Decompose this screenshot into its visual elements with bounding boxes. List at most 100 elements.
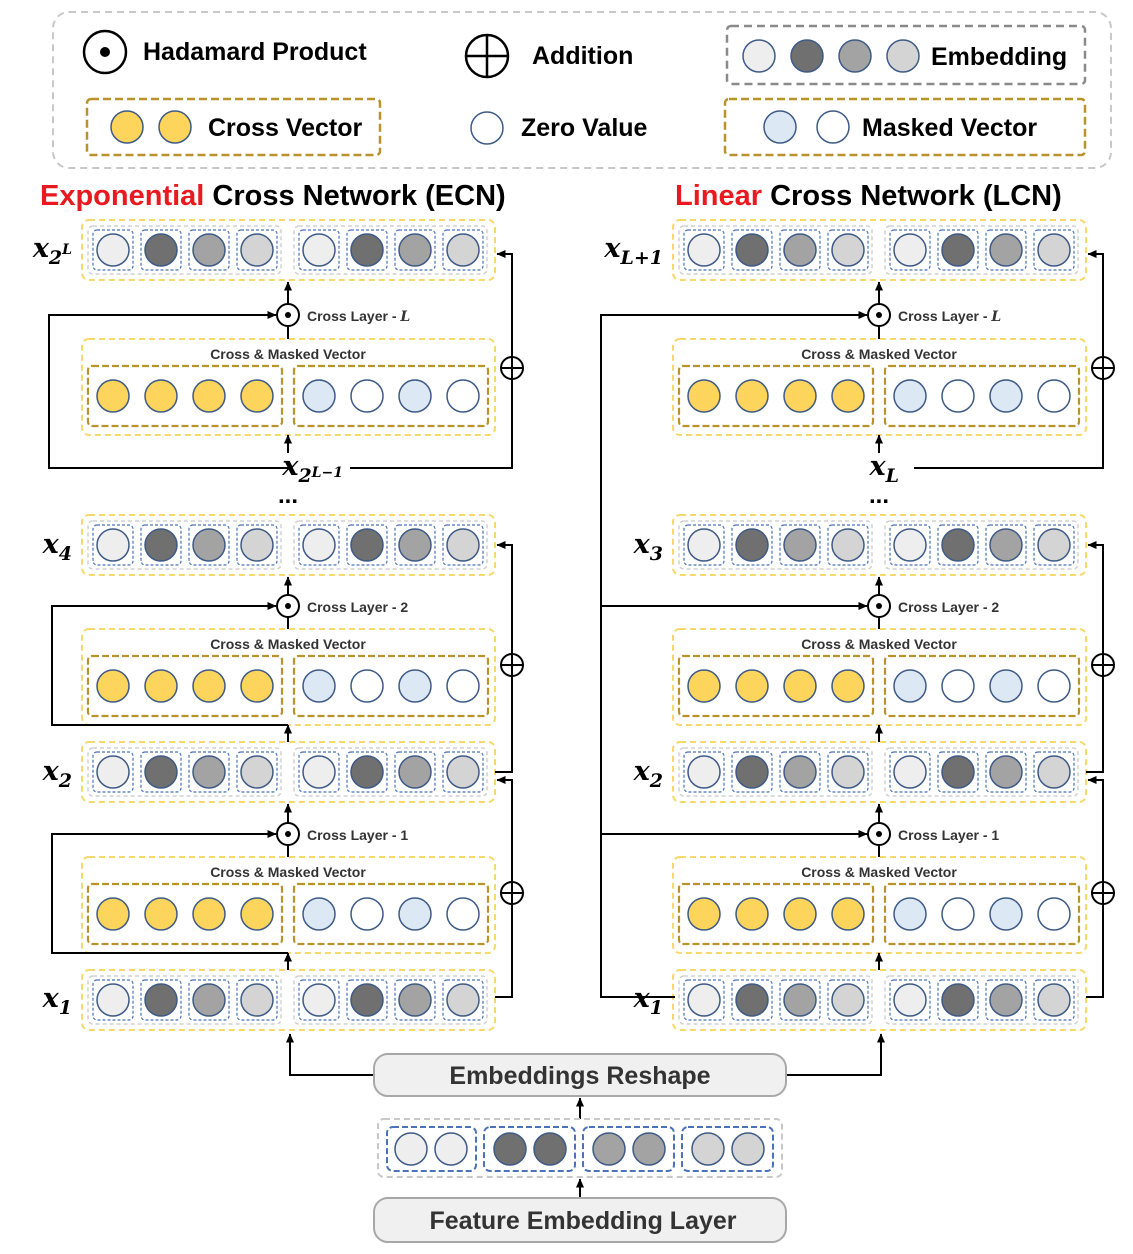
feature-node [731,1132,765,1166]
embedding-node [192,983,226,1017]
embedding-cell-frame [889,229,931,271]
embedding-node [398,233,432,267]
ellipsis: ... [278,482,298,509]
embedding-node [831,755,865,789]
feature-node [434,1132,468,1166]
cross-masked-label: Cross & Masked Vector [210,636,366,652]
embedding-cell-frame [188,751,230,793]
embedding-cell-frame [683,979,725,1021]
embedding-node [1037,983,1071,1017]
embedding-row-frame [81,741,496,803]
embedding-cell-frame [779,524,821,566]
embedding-node [350,233,384,267]
cross-masked-label: Cross & Masked Vector [801,346,957,362]
embedding-cell-frame [442,524,484,566]
embedding-node [144,983,178,1017]
cross-vector-frame [86,882,284,946]
embedding-cell-frame [140,229,182,271]
feature-node [394,1132,428,1166]
embedding-cell-frame [442,229,484,271]
masked-vector-node [989,379,1023,413]
embedding-cell-frame [683,229,725,271]
embedding-legend: Embedding [725,24,1087,86]
embedding-cell-frame [731,229,773,271]
embedding-node [893,983,927,1017]
masked-vector-node [398,897,432,931]
cross-layer-label: Cross Layer - 2 [898,599,999,615]
masked-vector-node [350,379,384,413]
embeddings-reshape-box [373,1053,787,1097]
embedding-node [240,528,274,562]
embedding-cell-frame [1033,751,1075,793]
embedding-node [96,983,130,1017]
embedding-node [96,528,130,562]
cross-masked-label: Cross & Masked Vector [801,864,957,880]
embedding-cell-frame [442,751,484,793]
embedding-node [1037,233,1071,267]
embedding-node [240,233,274,267]
embedding-node [989,755,1023,789]
embedding-cell-frame [92,524,134,566]
cross-vector-frame [86,654,284,718]
masked-vector-node [446,897,480,931]
masked-vector-legend-frame [723,97,1087,157]
embedding-node [350,755,384,789]
embedding-cell-frame [140,751,182,793]
embedding-cell-frame [731,751,773,793]
input-label-2: x2 [42,756,72,792]
embedding-cell-frame [188,524,230,566]
embedding-node [302,528,336,562]
embedding-half-frame [678,975,873,1025]
embedding-node [989,233,1023,267]
masked-vector-node [893,379,927,413]
embedding-node [687,233,721,267]
embedding-cell-frame [1033,979,1075,1021]
embedding-node [398,528,432,562]
embedding-node [989,983,1023,1017]
feature-group-3 [582,1126,675,1172]
hadamard-op-dot [285,831,291,837]
lcn-title: Linear Cross Network (LCN) [675,180,1062,212]
embedding-cell-frame [442,979,484,1021]
embedding-cell-frame [394,751,436,793]
embedding-cell-frame [889,524,931,566]
cross-vector-node [240,897,274,931]
embedding-cell-frame [779,751,821,793]
embedding-half-frame [87,747,282,797]
masked-vector-node [893,669,927,703]
embedding-cell-frame [985,229,1027,271]
cross-masked-label: Cross & Masked Vector [210,346,366,362]
cross-layer-label: Cross Layer - 1 [898,827,999,843]
lcn-title-rest: Cross Network (LCN) [762,180,1062,212]
lcn-title-highlight: Linear [675,180,762,212]
reshape-to-ecn-arrow [286,1033,374,1076]
embedding-node [941,983,975,1017]
hadamard-legend: Hadamard Product [82,29,367,75]
feature-node [632,1132,666,1166]
embedding-half-frame [678,520,873,570]
embedding-node [941,528,975,562]
masked-vector-node [350,897,384,931]
legend-frame [52,11,1112,169]
cross-vector-legend: Cross Vector [85,97,382,157]
masked-vector-node [350,669,384,703]
embedding-row-frame [81,219,496,281]
embedding-cell-frame [827,524,869,566]
input-label-3: x3 [633,529,663,565]
hadamard-label: Hadamard Product [143,38,367,66]
input-label-1: x1 [42,983,72,1019]
feature-embedding-layer-block: Feature Embedding Layer [373,1197,787,1243]
input-label-1: x1 [633,983,663,1019]
embedding-node [192,528,226,562]
embedding-cell-frame [394,524,436,566]
ecn-feedback-1 [51,830,288,954]
mid-label: x2L−1 [281,451,343,487]
lcn-x1-bus [600,311,868,998]
embedding-node [893,755,927,789]
embedding-cell-frame [92,229,134,271]
ecn-title: Exponential Cross Network (ECN) [40,180,506,212]
cross-vector-node [831,669,865,703]
embedding-half-frame [884,225,1079,275]
feature-node [592,1132,626,1166]
embedding-row-frame [672,741,1087,803]
